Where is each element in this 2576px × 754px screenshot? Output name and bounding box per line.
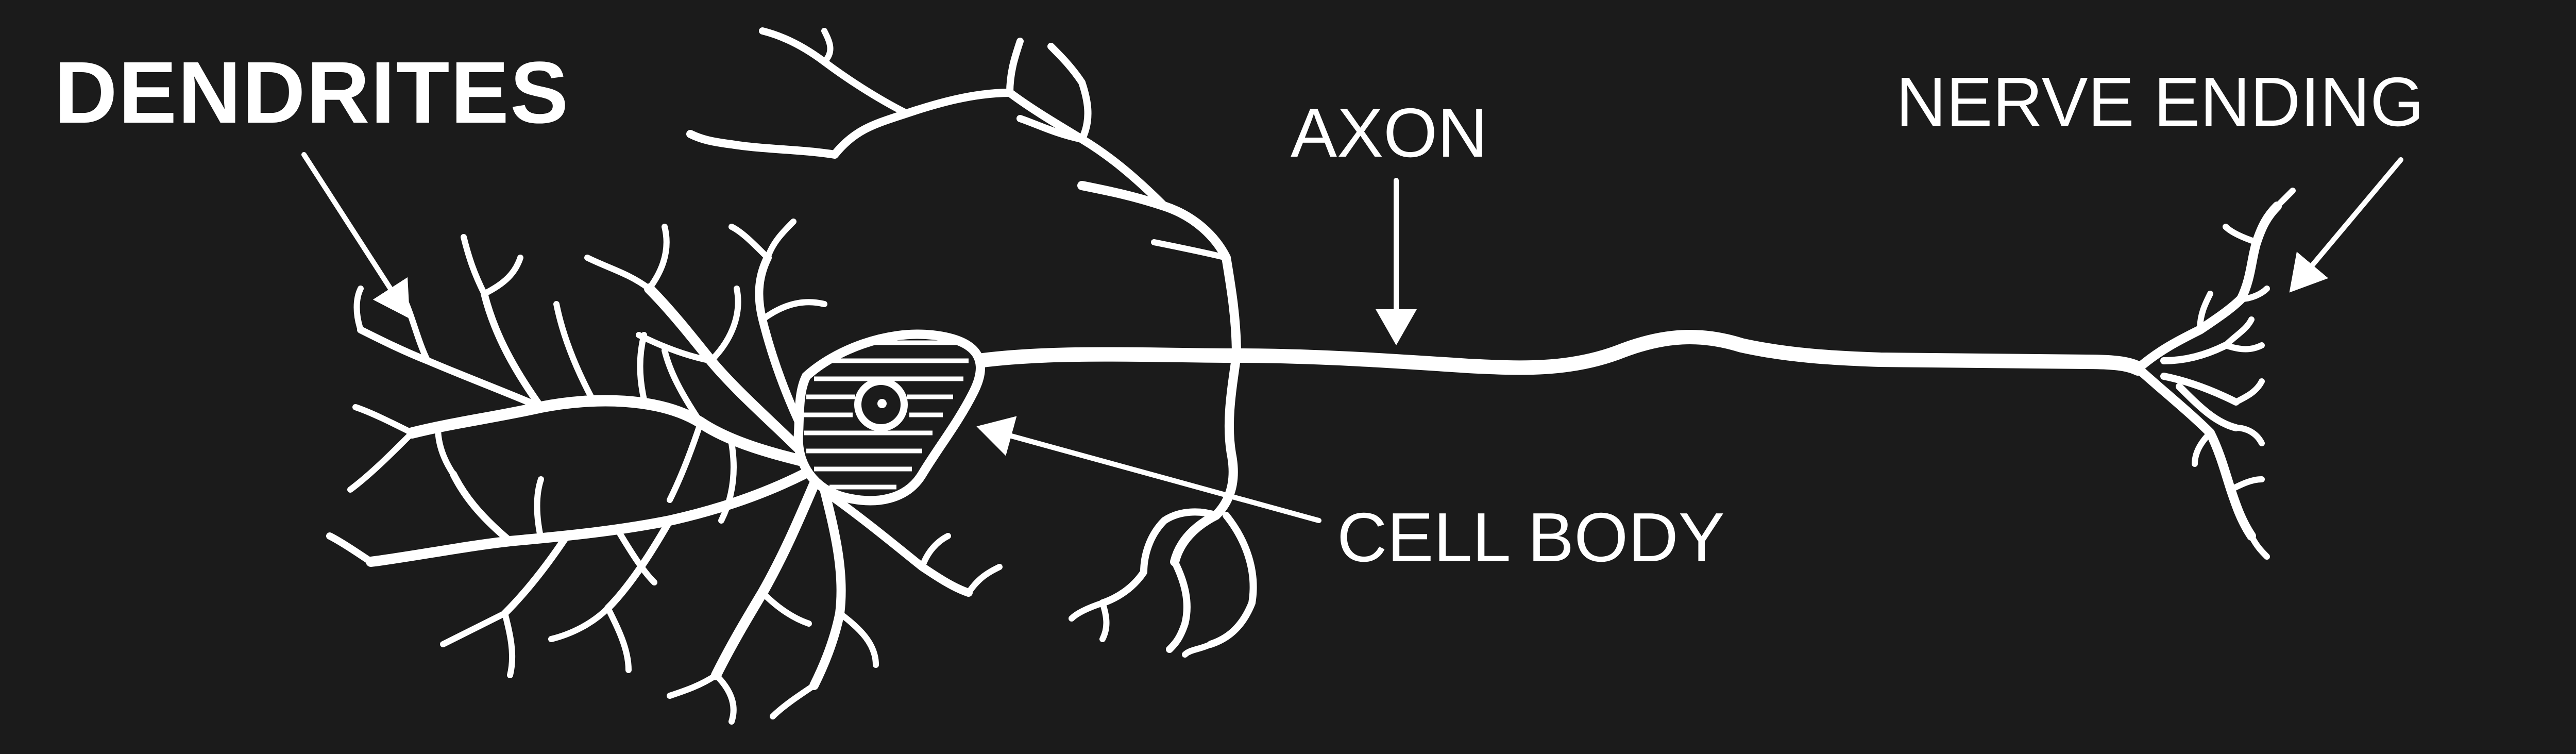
dendrites-arrow	[301, 152, 410, 319]
cell-body-label: CELL BODY	[1337, 498, 1725, 576]
nerve-ending-arrow	[2289, 157, 2403, 293]
upper-dendrite-branch	[686, 27, 1241, 360]
cell-body-arrow	[976, 416, 1321, 523]
dendrites-label: DENDRITES	[54, 44, 570, 142]
lower-dendrite-branch	[1069, 351, 1257, 658]
dendrites	[326, 219, 1003, 725]
axon	[972, 329, 2145, 376]
axon-label: AXON	[1291, 94, 1488, 172]
cell-body	[793, 329, 985, 506]
nucleolus	[877, 399, 887, 408]
nerve-ending-label: NERVE ENDING	[1896, 63, 2425, 141]
nerve-ending	[2133, 188, 2296, 560]
